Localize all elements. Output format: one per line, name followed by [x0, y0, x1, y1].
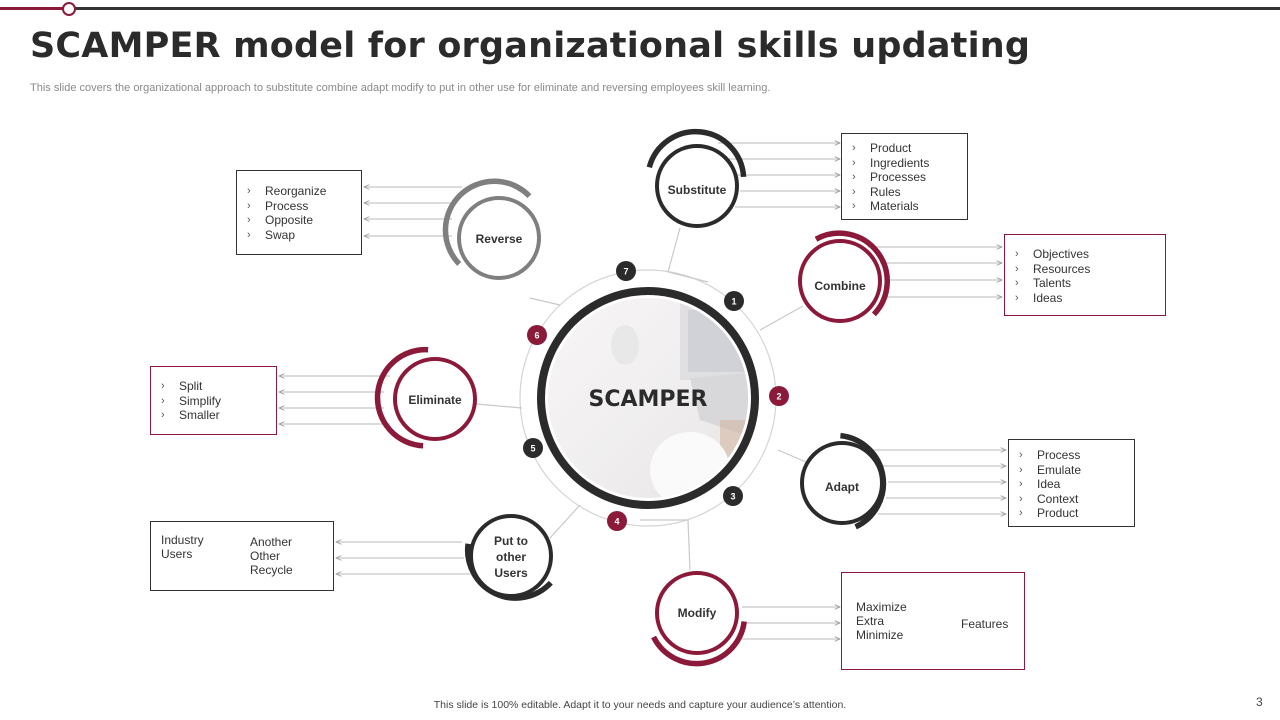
modify-item: Extra — [856, 614, 885, 628]
node-combine: Combine — [798, 230, 890, 323]
list-item: ›Resources — [1015, 261, 1091, 276]
put-to-other-users-box: Industry Users Another Other Recycle — [150, 521, 334, 591]
substitute-box: ›Product ›Ingredients ›Processes ›Rules … — [841, 133, 968, 220]
badge-3: 3 — [730, 492, 735, 502]
node-put-to-other-users: Put to other Users — [464, 514, 553, 601]
connectors — [475, 227, 807, 571]
put-item: Other — [250, 549, 281, 563]
eliminate-label: Eliminate — [408, 393, 462, 407]
put-label-line-2: other — [496, 550, 526, 564]
combine-box: ›Objectives ›Resources ›Talents ›Ideas — [1004, 234, 1166, 316]
put-left-item: Industry — [161, 533, 204, 547]
list-item: ›Processes — [852, 170, 927, 184]
footer-note: This slide is 100% editable. Adapt it to… — [433, 699, 847, 711]
modify-item: Minimize — [856, 628, 904, 642]
put-item: Another — [250, 535, 293, 549]
list-item: ›Simplify — [161, 393, 222, 408]
list-item: ›Smaller — [161, 408, 220, 422]
list-item: ›Process — [1019, 448, 1081, 462]
reverse-box: ›Reorganize ›Process ›Opposite ›Swap — [236, 170, 362, 255]
page-number: 3 — [1256, 695, 1263, 709]
page-subtitle: This slide covers the organizational app… — [30, 82, 771, 94]
badge-7: 7 — [623, 267, 628, 277]
badge-1: 1 — [731, 297, 736, 307]
modify-result: Features — [961, 617, 1009, 631]
substitute-label: Substitute — [668, 183, 727, 197]
list-item: ›Idea — [1019, 477, 1061, 491]
list-item: ›Context — [1019, 491, 1079, 506]
badge-2: 2 — [776, 392, 781, 402]
list-item: ›Materials — [852, 199, 919, 213]
badge-4: 4 — [614, 517, 619, 527]
combine-label: Combine — [814, 279, 866, 293]
modify-box: Maximize Extra Minimize Features — [841, 572, 1025, 670]
list-item: ›Split — [161, 379, 203, 393]
node-substitute: Substitute — [646, 128, 747, 228]
put-label-line-3: Users — [494, 566, 528, 580]
list-item: ›Emulate — [1019, 462, 1082, 477]
list-item: ›Product — [1019, 506, 1079, 520]
page-title: SCAMPER model for organizational skills … — [30, 26, 1031, 66]
node-eliminate: Eliminate — [374, 346, 477, 449]
list-item: ›Product — [852, 141, 912, 155]
modify-item: Maximize — [856, 600, 907, 614]
badge-5: 5 — [530, 444, 535, 454]
top-rule-dot — [62, 2, 76, 16]
list-item: ›Objectives — [1015, 247, 1090, 261]
eliminate-box: ›Split ›Simplify ›Smaller — [150, 366, 277, 435]
node-modify: Modify — [651, 571, 747, 667]
list-item: ›Rules — [852, 184, 901, 199]
list-item: ›Opposite — [247, 213, 314, 227]
put-item: Recycle — [250, 563, 293, 577]
list-item: ›Ingredients — [852, 155, 930, 170]
put-label-line-1: Put to — [494, 534, 528, 548]
list-item: ›Ideas — [1015, 290, 1063, 305]
top-rule-accent — [0, 7, 64, 10]
list-item: ›Talents — [1015, 276, 1072, 290]
number-badges: 1 2 3 4 5 6 7 — [523, 261, 789, 531]
list-item: ›Swap — [247, 227, 296, 242]
put-left-item: Users — [161, 547, 193, 561]
adapt-label: Adapt — [825, 480, 859, 494]
badge-6: 6 — [534, 331, 539, 341]
node-adapt: Adapt — [800, 432, 887, 530]
modify-label: Modify — [678, 606, 717, 620]
reverse-label: Reverse — [476, 232, 523, 246]
center-label: SCAMPER — [588, 387, 707, 412]
adapt-box: ›Process ›Emulate ›Idea ›Context ›Produc… — [1008, 439, 1135, 527]
node-reverse: Reverse — [442, 178, 541, 280]
center-photo — [548, 298, 748, 498]
top-rule — [0, 7, 1280, 10]
list-item: ›Process — [247, 198, 309, 213]
list-item: ›Reorganize — [247, 184, 327, 198]
